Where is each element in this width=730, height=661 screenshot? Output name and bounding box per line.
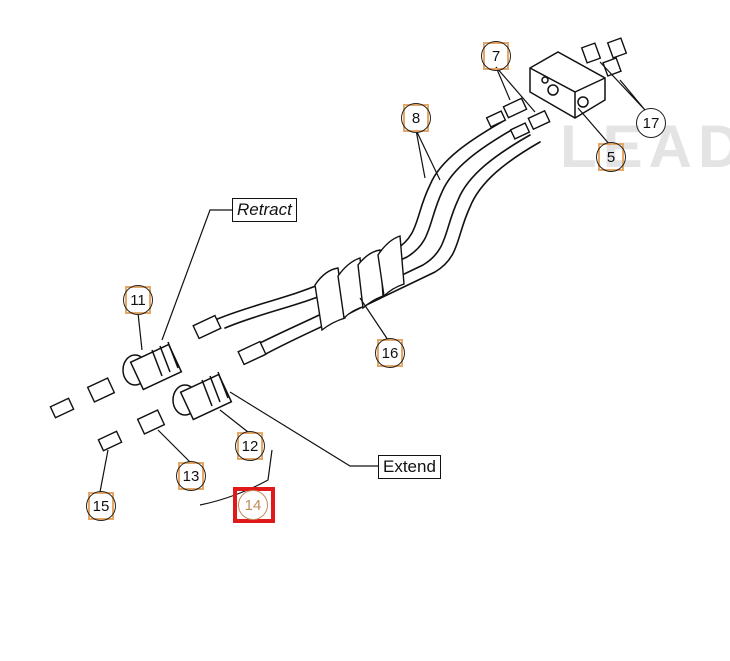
callout-13[interactable]: 13	[176, 461, 206, 491]
leader-11	[137, 312, 143, 351]
adapter-13	[136, 409, 166, 435]
leader-retract	[161, 209, 232, 341]
label-retract: Retract	[232, 198, 297, 222]
leader-16	[359, 297, 389, 341]
callout-16[interactable]: 16	[375, 338, 405, 368]
leader-8	[415, 129, 441, 181]
leader-17	[599, 61, 646, 111]
callout-17[interactable]: 17	[636, 108, 666, 138]
coupler-11	[122, 341, 183, 391]
coupler-12	[172, 371, 233, 421]
plug-15	[97, 430, 123, 452]
callout-7[interactable]: 7	[481, 41, 511, 71]
leader-extend	[229, 391, 378, 467]
fitting-17a	[580, 42, 602, 64]
leader-13	[157, 429, 191, 463]
leader-15	[99, 449, 109, 493]
label-extend: Extend	[378, 455, 441, 479]
valve-block	[529, 51, 606, 119]
leader-12	[219, 409, 249, 433]
hose-lower-b	[261, 141, 541, 357]
hose-lower-a	[249, 134, 531, 349]
callout-14-selected[interactable]: 14	[233, 487, 275, 523]
fitting-7a	[502, 97, 528, 119]
callout-8[interactable]: 8	[401, 103, 431, 133]
plug-upper	[49, 397, 75, 419]
spiral-wrap-1	[314, 267, 346, 332]
fitting-17b	[606, 37, 628, 59]
spiral-wrap-3	[357, 249, 384, 310]
spiral-wrap-4	[377, 235, 405, 298]
leader-7	[495, 66, 536, 113]
leader-5	[577, 107, 611, 146]
crimp-fitting-upper	[192, 314, 222, 340]
crimp-fitting-lower	[237, 340, 267, 366]
hose-upper-a	[214, 119, 506, 321]
callout-5[interactable]: 5	[596, 142, 626, 172]
callout-12[interactable]: 12	[235, 431, 265, 461]
hose-upper-b	[224, 127, 516, 329]
leader-14	[199, 449, 273, 506]
fitting-7b	[527, 109, 551, 131]
adapter-upper	[86, 377, 116, 403]
callout-15[interactable]: 15	[86, 491, 116, 521]
callout-11[interactable]: 11	[123, 285, 153, 315]
